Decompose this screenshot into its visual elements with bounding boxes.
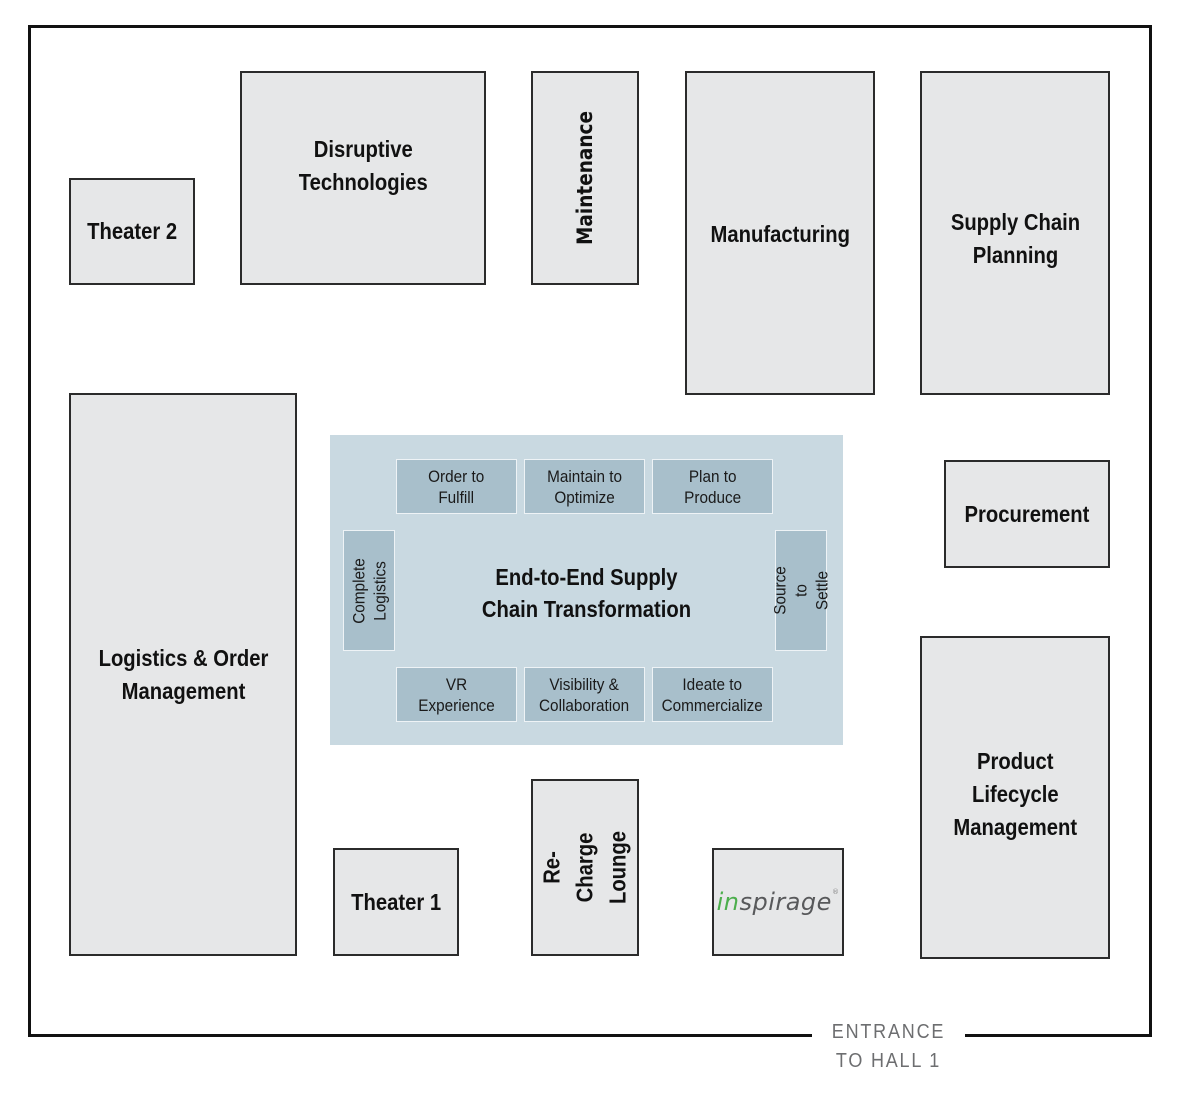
booth-inspirage[interactable]: inspirage® [712, 848, 844, 956]
logo-text: spirage [739, 888, 832, 916]
tile-vr-experience[interactable]: VR Experience [396, 667, 517, 722]
booth-recharge-lounge[interactable]: Re-Charge Lounge [531, 779, 639, 956]
booth-label: Re-Charge Lounge [538, 830, 631, 905]
tile-label: Maintain to Optimize [547, 466, 622, 507]
tile-order-to-fulfill[interactable]: Order to Fulfill [396, 459, 517, 514]
tile-visibility-collaboration[interactable]: Visibility & Collaboration [524, 667, 645, 722]
tile-complete-logistics[interactable]: Complete Logistics [343, 530, 395, 651]
booth-label: Procurement [964, 500, 1090, 527]
hall-outline [28, 25, 1152, 1037]
tile-label: Visibility & Collaboration [539, 674, 630, 715]
entrance-line-2: TO HALL 1 [835, 1050, 942, 1072]
booth-theater-2[interactable]: Theater 2 [69, 178, 195, 285]
booth-maintenance[interactable]: Maintenance [531, 71, 639, 285]
entrance-label: ENTRANCE TO HALL 1 [820, 1018, 958, 1076]
booth-label: Maintenance [573, 111, 598, 245]
logo-accent-text: in [716, 888, 740, 916]
tile-ideate-to-commercialize[interactable]: Ideate to Commercialize [652, 667, 773, 722]
central-pavilion[interactable]: Order to Fulfill Maintain to Optimize Pl… [330, 435, 843, 745]
booth-label: Manufacturing [710, 221, 850, 247]
tile-label: Ideate to Commercialize [661, 674, 764, 715]
booth-label: Logistics & Order Management [98, 644, 268, 704]
booth-label: Theater 2 [86, 218, 177, 244]
tile-label: Order to Fulfill [428, 466, 485, 507]
entrance-line-1: ENTRANCE [831, 1021, 946, 1043]
booth-label: Disruptive Technologies [298, 136, 428, 195]
booth-logistics-order-management[interactable]: Logistics & Order Management [69, 393, 297, 956]
tile-maintain-to-optimize[interactable]: Maintain to Optimize [524, 459, 645, 514]
tile-label: VR Experience [418, 674, 495, 715]
booth-theater-1[interactable]: Theater 1 [333, 848, 459, 956]
tile-label: Complete Logistics [349, 557, 390, 624]
booth-label: Product Lifecycle Management [953, 748, 1077, 840]
tile-plan-to-produce[interactable]: Plan to Produce [652, 459, 773, 514]
booth-label: Theater 1 [350, 888, 441, 915]
booth-procurement[interactable]: Procurement [944, 460, 1110, 568]
booth-disruptive-technologies[interactable]: Disruptive Technologies [240, 71, 486, 285]
booth-supply-chain-planning[interactable]: Supply Chain Planning [920, 71, 1110, 395]
entrance-gap [812, 1030, 965, 1040]
tile-label: Source to Settle [770, 566, 832, 615]
booth-product-lifecycle-management[interactable]: Product Lifecycle Management [920, 636, 1110, 959]
central-title: End-to-End Supply Chain Transformation [481, 564, 692, 622]
inspirage-logo: inspirage® [717, 888, 840, 916]
registered-mark: ® [831, 888, 840, 896]
booth-label: Supply Chain Planning [950, 209, 1080, 268]
tile-label: Plan to Produce [683, 466, 741, 507]
tile-source-to-settle[interactable]: Source to Settle [771, 530, 832, 651]
booth-manufacturing[interactable]: Manufacturing [685, 71, 875, 395]
